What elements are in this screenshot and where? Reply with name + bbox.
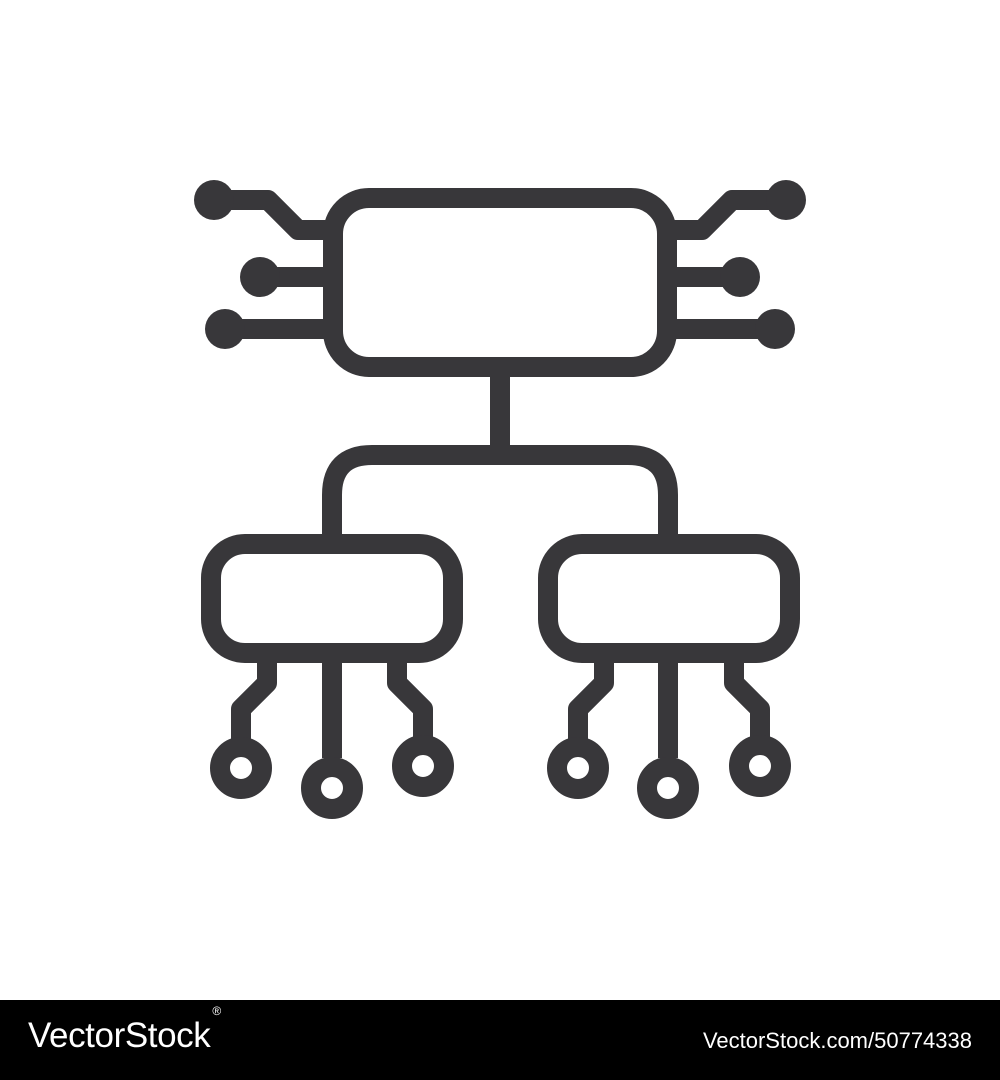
branch-left-line bbox=[322, 445, 500, 544]
solder-dot-icon bbox=[766, 180, 806, 220]
bottom-right-node-box bbox=[538, 534, 800, 663]
ring-terminal-icon bbox=[210, 737, 272, 799]
bottom-left-node-box bbox=[201, 534, 463, 663]
branch-right-line bbox=[500, 445, 678, 544]
ring-terminal-icon bbox=[301, 757, 363, 819]
connector-bottom-left-3 bbox=[387, 653, 433, 740]
vectorstock-brand: VectorStock® bbox=[28, 1004, 221, 1056]
stock-watermark-bar: VectorStock® VectorStock.com/50774338 bbox=[0, 1000, 1000, 1080]
registered-mark: ® bbox=[212, 1004, 221, 1018]
image-url-label: VectorStock.com/50774338 bbox=[702, 1028, 972, 1053]
solder-dot-icon bbox=[240, 257, 280, 297]
hierarchy-circuit-network-icon bbox=[194, 180, 806, 819]
connector-bottom-right-1 bbox=[568, 653, 614, 747]
ring-terminal-icon bbox=[547, 737, 609, 799]
ring-terminal-icon bbox=[729, 735, 791, 797]
ring-terminal-icon bbox=[637, 757, 699, 819]
solder-dot-icon bbox=[755, 309, 795, 349]
connector-top-left-upper bbox=[215, 190, 333, 240]
connector-bottom-left-1 bbox=[231, 653, 277, 747]
top-node-box bbox=[323, 188, 677, 377]
solder-dot-icon bbox=[720, 257, 760, 297]
solder-dot-icon bbox=[205, 309, 245, 349]
ring-terminal-icon bbox=[392, 735, 454, 797]
icon-canvas bbox=[194, 180, 806, 819]
brand-text: VectorStock bbox=[28, 1016, 211, 1055]
connector-top-right-upper bbox=[667, 190, 785, 240]
solder-dot-icon bbox=[194, 180, 234, 220]
connector-bottom-right-3 bbox=[724, 653, 770, 740]
